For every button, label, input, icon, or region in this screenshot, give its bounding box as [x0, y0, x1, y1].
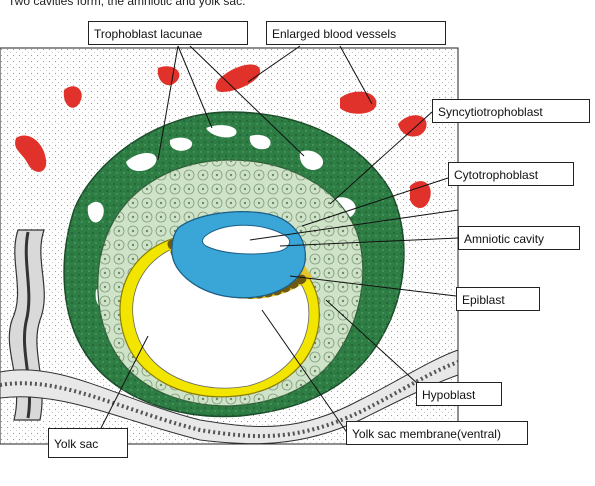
- caption-text: Two cavities form, the amniotic and yolk…: [8, 0, 246, 8]
- label-amniotic-cavity: Amniotic cavity: [458, 226, 580, 250]
- label-yolk-sac-membrane: Yolk sac membrane(ventral): [346, 421, 528, 445]
- label-cytotrophoblast: Cytotrophoblast: [448, 162, 574, 186]
- label-yolk-sac: Yolk sac: [48, 428, 128, 458]
- label-epiblast: Epiblast: [456, 287, 540, 311]
- label-syncytiotrophoblast: Syncytiotrophoblast: [432, 99, 590, 123]
- label-trophoblast-lacunae: Trophoblast lacunae: [88, 21, 248, 45]
- label-enlarged-blood-vessels: Enlarged blood vessels: [266, 21, 446, 45]
- leader-lines: [99, 45, 459, 435]
- amniotic-cavity-space: [201, 224, 291, 255]
- uterine-epithelium: [0, 349, 459, 445]
- label-hypoblast: Hypoblast: [416, 382, 502, 406]
